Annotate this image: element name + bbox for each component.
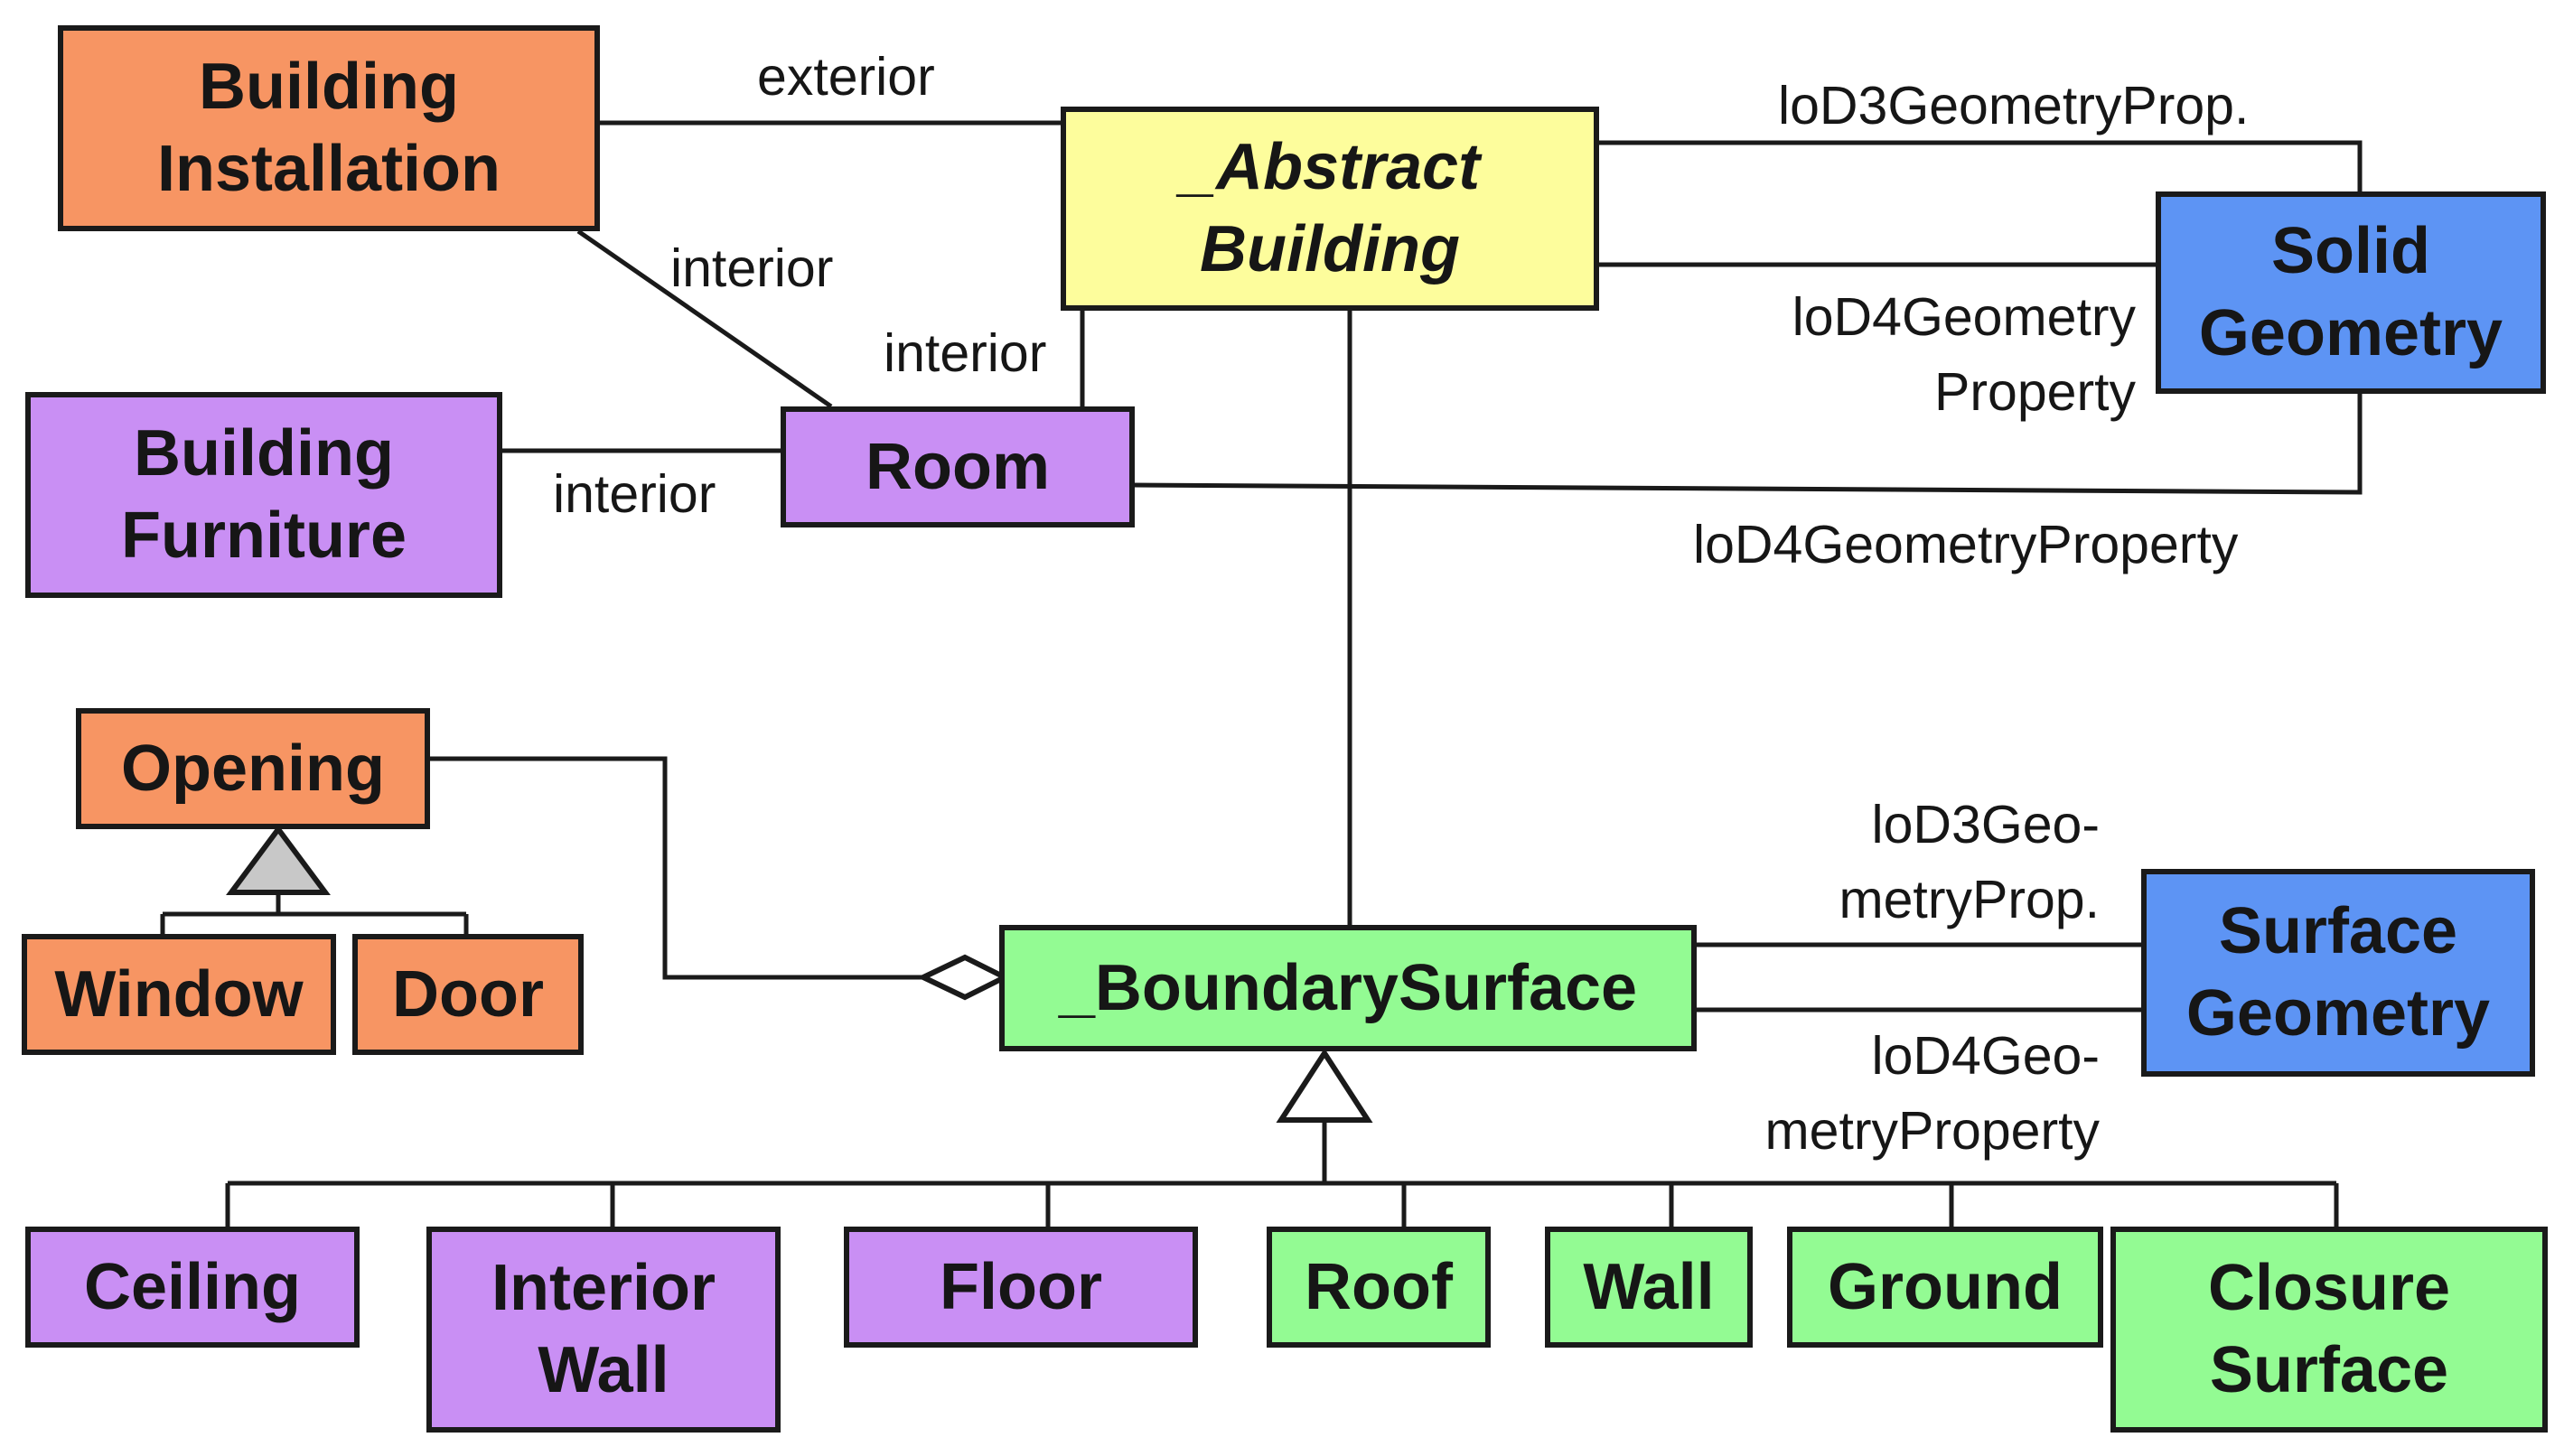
aggregation-diamond [917, 954, 1011, 1001]
class-building-furniture-label: Building Furniture [121, 417, 407, 572]
class-boundary-surface-label: _BoundarySurface [1058, 951, 1638, 1024]
class-building-installation: Building Installation [58, 25, 600, 231]
class-window-label: Window [54, 957, 304, 1031]
class-room-label: Room [866, 430, 1050, 503]
class-surface-geometry-label: Surface Geometry [2185, 895, 2491, 1050]
assoc-lod3-solid [1595, 140, 2363, 193]
class-door-label: Door [392, 957, 544, 1031]
opening-generalization-triangle [226, 824, 331, 895]
class-building-installation-label: Building Installation [156, 51, 501, 205]
class-wall-label: Wall [1583, 1250, 1715, 1323]
label-lod4-solid: loD4Geometry Property [1792, 287, 2136, 422]
label-interior-installation-room: interior [670, 238, 834, 298]
class-wall: Wall [1545, 1227, 1753, 1348]
label-lod4-surface: loD4Geo- metryProperty [1764, 1026, 2100, 1161]
class-interior-wall-label: Interior Wall [491, 1252, 716, 1406]
class-door: Door [352, 934, 584, 1055]
class-floor: Floor [844, 1227, 1198, 1348]
class-floor-label: Floor [940, 1250, 1102, 1323]
class-roof-label: Roof [1305, 1250, 1453, 1323]
label-interior-furniture: interior [553, 464, 716, 524]
class-closure-surface-label: Closure Surface [2207, 1252, 2451, 1406]
class-closure-surface: Closure Surface [2110, 1227, 2548, 1433]
class-ceiling-label: Ceiling [83, 1250, 301, 1323]
class-ceiling: Ceiling [25, 1227, 360, 1348]
class-surface-geometry: Surface Geometry [2141, 869, 2535, 1077]
assoc-installation-room [576, 229, 833, 409]
class-interior-wall: Interior Wall [426, 1227, 781, 1433]
assoc-room-solid [1132, 390, 2363, 495]
class-ground: Ground [1787, 1227, 2103, 1348]
class-abstract-building: _Abstract Building [1061, 107, 1599, 311]
label-exterior: exterior [757, 47, 935, 107]
class-room: Room [781, 406, 1135, 527]
class-ground-label: Ground [1828, 1250, 2063, 1323]
label-lod3-solid: loD3GeometryProp. [1778, 76, 2250, 135]
class-solid-geometry-label: Solid Geometry [2198, 215, 2503, 369]
class-window: Window [22, 934, 336, 1055]
class-opening-label: Opening [121, 732, 385, 805]
assoc-opening-boundary [426, 756, 923, 980]
class-opening: Opening [76, 708, 430, 829]
label-lod4-room: loD4GeometryProperty [1693, 515, 2239, 574]
label-lod3-surface: loD3Geo- metryProp. [1839, 795, 2100, 929]
class-building-furniture: Building Furniture [25, 392, 502, 598]
boundary-generalization-triangle [1276, 1048, 1373, 1123]
class-abstract-building-label: _Abstract Building [1179, 131, 1481, 285]
label-interior-room-building: interior [884, 323, 1047, 383]
class-solid-geometry: Solid Geometry [2156, 191, 2546, 394]
class-boundary-surface: _BoundarySurface [999, 925, 1697, 1051]
class-roof: Roof [1267, 1227, 1491, 1348]
